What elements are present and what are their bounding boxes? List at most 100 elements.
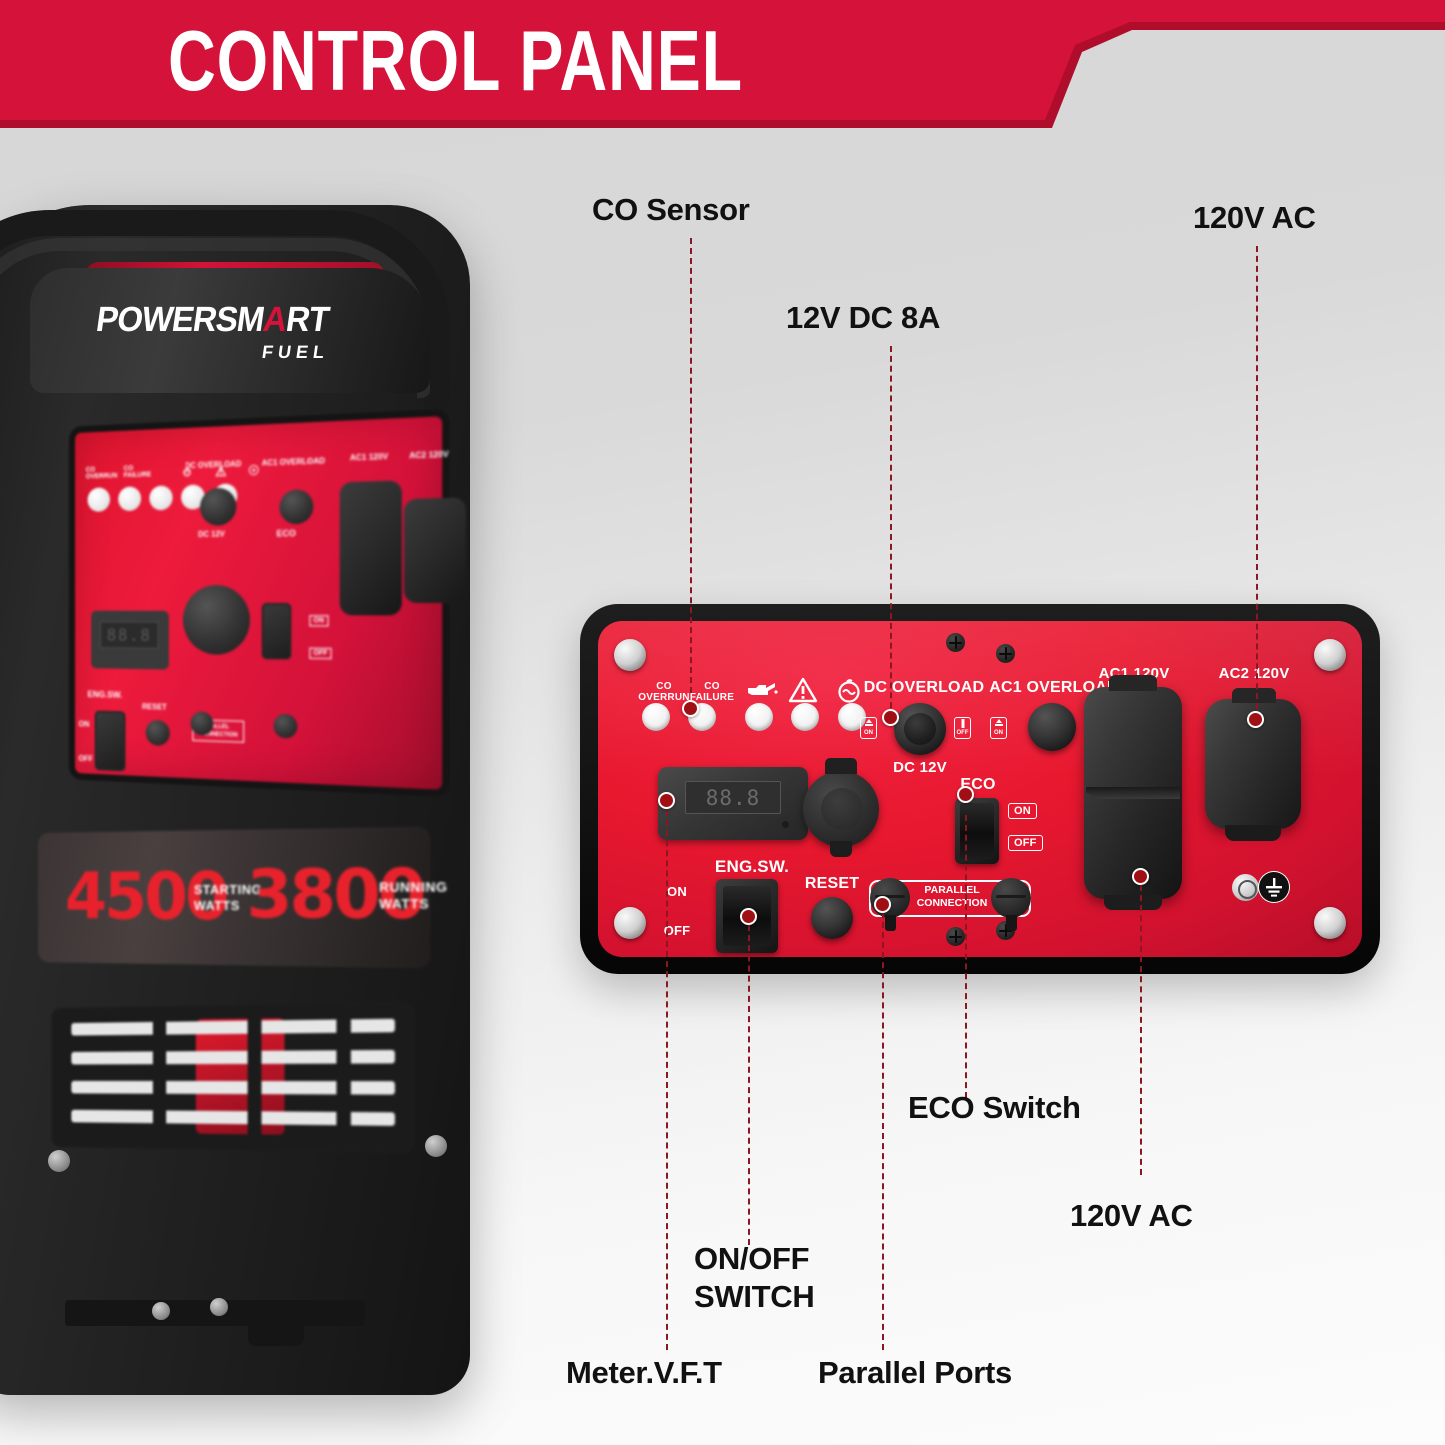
dc-12v-label: DC 12V bbox=[893, 759, 947, 776]
mini-led bbox=[149, 485, 173, 511]
ac1-outlet-hinge bbox=[1104, 895, 1162, 910]
marker-dot-dc-overload bbox=[882, 709, 899, 726]
brand-logo: POWERSMART bbox=[94, 300, 363, 340]
meter-display: 88.8 bbox=[685, 781, 781, 814]
co-overrun-led[interactable] bbox=[642, 703, 670, 731]
marker-dot-co-sensor bbox=[682, 700, 699, 717]
callout-co-sensor: CO Sensor bbox=[592, 192, 750, 227]
brand-logo-subtitle: FUEL bbox=[260, 342, 331, 362]
ground-bolt[interactable] bbox=[1232, 874, 1259, 901]
callout-on-off-line2: SWITCH bbox=[694, 1279, 815, 1314]
mini-eco-switch bbox=[261, 603, 292, 660]
marker-dot-meter bbox=[658, 792, 675, 809]
dc-off-text: OFF bbox=[956, 730, 969, 736]
ac2-120v-label: AC2 120V bbox=[1218, 665, 1290, 682]
parallel-connection-label: PARALLEL CONNECTION bbox=[898, 884, 1006, 910]
co-overrun-label: CO OVERRUN bbox=[636, 681, 692, 703]
mini-ac1-outlet bbox=[339, 480, 402, 616]
callout-line-meter-vft bbox=[666, 810, 668, 1350]
callout-120v-ac-bottom: 120V AC bbox=[1070, 1198, 1193, 1233]
marker-dot-parallel bbox=[874, 896, 891, 913]
warning-led[interactable] bbox=[791, 703, 819, 731]
frame-bolt bbox=[425, 1135, 447, 1157]
mini-eco-on-badge: ON bbox=[309, 615, 329, 627]
engine-overload-icon bbox=[834, 677, 864, 708]
mini-eco-off-badge: OFF bbox=[309, 647, 332, 660]
ac1-overload-label: AC1 OVERLOAD bbox=[989, 679, 1119, 696]
callout-on-off-switch: ON/OFF SWITCH bbox=[694, 1240, 904, 1316]
callout-meter-vft: Meter.V.F.T bbox=[566, 1355, 722, 1390]
generator-foot bbox=[248, 1318, 304, 1346]
dc-overload-breaker[interactable] bbox=[894, 703, 946, 755]
eco-switch[interactable] bbox=[955, 798, 999, 864]
marker-dot-eco bbox=[957, 786, 974, 803]
panel-bolt-top-left bbox=[614, 639, 646, 671]
mini-label-ac2-120v: AC2 120V bbox=[409, 449, 449, 461]
page-header: CONTROL PANEL bbox=[0, 0, 1445, 137]
co-overrun-label-l1: CO bbox=[656, 681, 672, 692]
parallel-port-left-stem bbox=[885, 915, 896, 931]
mini-dc-socket bbox=[182, 585, 250, 655]
eng-sw-label: ENG.SW. bbox=[714, 857, 790, 876]
callout-12v-dc-8a: 12V DC 8A bbox=[786, 300, 941, 335]
mini-led bbox=[87, 487, 111, 512]
marker-dot-ac1-outlet bbox=[1132, 868, 1149, 885]
mini-parallel-term bbox=[273, 713, 298, 739]
foot-bolt bbox=[210, 1298, 228, 1316]
control-panel-diagram: CO OVERRUN CO FAILURE 88.8 DC bbox=[580, 604, 1380, 974]
callout-120v-ac-top: 120V AC bbox=[1193, 200, 1316, 235]
mini-reset-button bbox=[145, 719, 170, 746]
mini-ac1-breaker bbox=[279, 489, 314, 525]
ac2-outlet-cover[interactable] bbox=[1205, 688, 1301, 841]
mini-label-eng-sw: ENG.SW. bbox=[87, 689, 123, 700]
voltmeter-frequency-meter[interactable]: 88.8 bbox=[658, 767, 808, 840]
ac2-outlet-hinge bbox=[1225, 825, 1281, 841]
brand-logo-part2: RT bbox=[283, 300, 332, 339]
marker-dot-eng-switch bbox=[740, 908, 757, 925]
vent-rib bbox=[247, 1012, 262, 1144]
callout-line-eco-switch bbox=[965, 815, 967, 1098]
mini-ac2-outlet bbox=[403, 497, 466, 603]
callout-line-120v-ac-bottom bbox=[1140, 885, 1142, 1175]
eng-on-label: ON bbox=[667, 884, 687, 899]
callout-line-120v-ac-top bbox=[1256, 246, 1258, 719]
mini-overload-icon: ☉ bbox=[248, 462, 260, 479]
dc-off-badge: OFF bbox=[954, 717, 971, 739]
callout-on-off-line1: ON/OFF bbox=[694, 1241, 810, 1276]
parallel-port-right[interactable] bbox=[991, 878, 1031, 918]
mini-label-reset: RESET bbox=[141, 702, 167, 712]
mini-label-on: ON bbox=[78, 719, 90, 729]
oil-alert-led[interactable] bbox=[745, 703, 773, 731]
control-panel-face: CO OVERRUN CO FAILURE 88.8 DC bbox=[598, 621, 1362, 957]
dc-overload-label: DC OVERLOAD bbox=[863, 679, 985, 696]
running-watts-line2: WATTS bbox=[379, 895, 430, 912]
eco-on-badge: ON bbox=[1008, 803, 1037, 819]
mini-label-ac1-120v: AC1 120V bbox=[349, 451, 389, 463]
co-failure-label-l1: CO bbox=[704, 681, 720, 692]
dc-12v-socket[interactable] bbox=[803, 758, 879, 857]
callout-line-on-off-switch bbox=[748, 925, 750, 1245]
eng-off-label: OFF bbox=[663, 923, 691, 938]
ac1-overload-breaker[interactable] bbox=[1028, 703, 1076, 751]
reset-label: RESET bbox=[804, 875, 860, 892]
parallel-line1: PARALLEL bbox=[924, 884, 980, 896]
ac1-outlet-seam bbox=[1086, 787, 1180, 799]
page-title: CONTROL PANEL bbox=[168, 14, 743, 109]
brand-logo-part1: POWERSM bbox=[93, 300, 267, 339]
wattage-badge: 4500 STARTING WATTS 3800 RUNNING WATTS bbox=[38, 826, 448, 969]
callout-line-parallel-ports bbox=[882, 912, 884, 1350]
dc-socket-hinge bbox=[830, 841, 852, 857]
parallel-line2: CONNECTION bbox=[916, 897, 988, 909]
starting-watts-line2: WATTS bbox=[193, 897, 240, 914]
co-failure-label-l2: FAILURE bbox=[689, 692, 735, 703]
oil-can-icon bbox=[744, 679, 778, 706]
reset-button[interactable] bbox=[811, 897, 853, 939]
ac1-outlet-tab bbox=[1109, 675, 1157, 691]
meter-led bbox=[782, 821, 789, 828]
running-watts-label: RUNNING WATTS bbox=[379, 879, 447, 913]
ac1-outlet-cover[interactable] bbox=[1084, 675, 1182, 910]
panel-bolt-top-right bbox=[1314, 639, 1346, 671]
